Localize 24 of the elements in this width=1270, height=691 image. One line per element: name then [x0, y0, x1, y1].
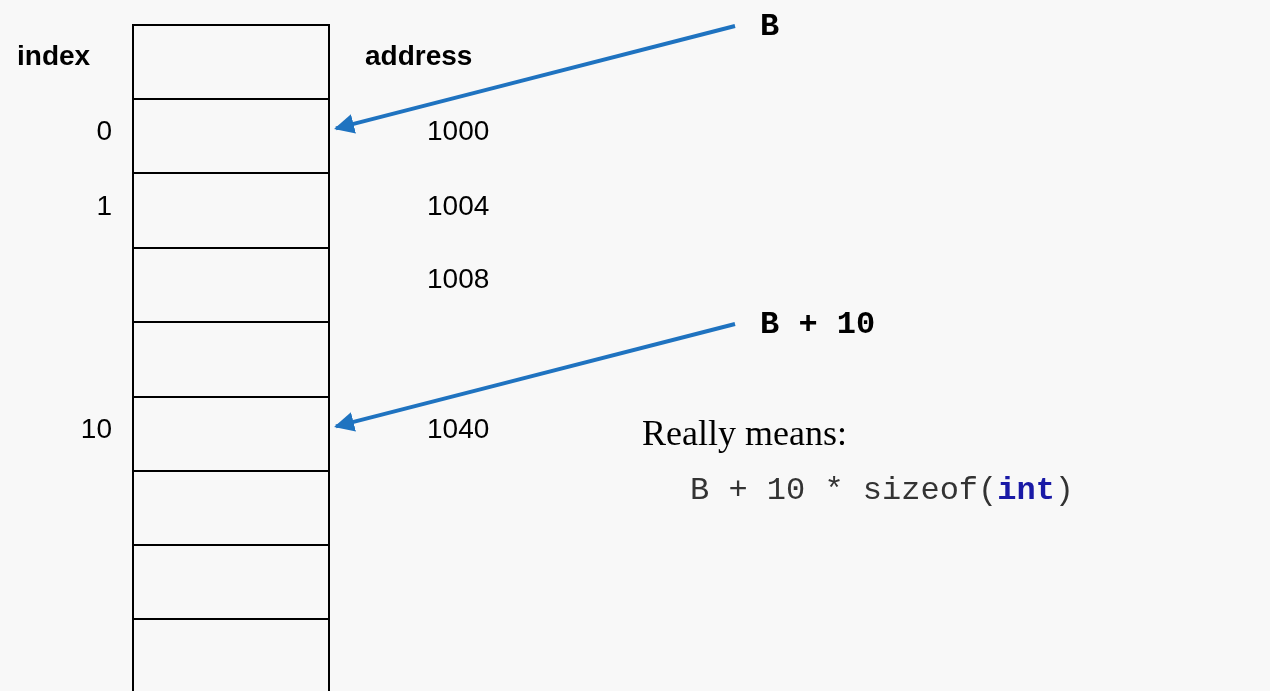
memory-cell: [132, 98, 330, 174]
memory-cell: [132, 247, 330, 323]
memory-cell: [132, 24, 330, 100]
code-expression: B + 10 * sizeof(int): [690, 472, 1075, 509]
column-heading: address: [365, 40, 473, 72]
column-heading: index: [17, 40, 91, 72]
memory-cell: [132, 172, 330, 249]
address-value: 1008: [427, 263, 490, 295]
pointer-label: B + 10: [760, 306, 876, 343]
pointer-label: B: [760, 8, 780, 45]
arrow: [334, 24, 736, 134]
memory-cell: [132, 396, 330, 472]
memory-cell: [132, 321, 330, 398]
address-value: 1000: [427, 115, 490, 147]
index-number: 0: [96, 115, 112, 147]
memory-cell: [132, 544, 330, 620]
arrow: [334, 322, 736, 432]
memory-cell: [132, 470, 330, 546]
index-number: 10: [80, 413, 112, 445]
memory-cell: [132, 618, 330, 691]
note-text: Really means:: [642, 412, 847, 454]
address-value: 1004: [427, 190, 490, 222]
index-number: 1: [96, 190, 112, 222]
address-value: 1040: [427, 413, 490, 445]
